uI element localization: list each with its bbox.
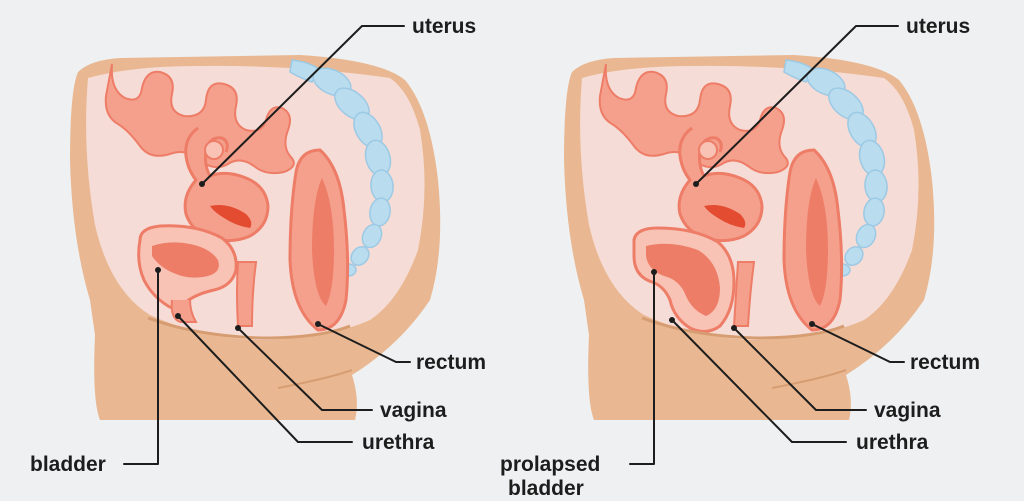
label-rectum: rectum — [910, 351, 980, 374]
label-urethra: urethra — [362, 431, 435, 454]
label-vagina: vagina — [380, 399, 447, 422]
leaders-normal — [123, 25, 411, 465]
panel-normal: uterus rectum vagina urethra bladder — [30, 15, 486, 476]
label-uterus: uterus — [906, 15, 970, 38]
leaders-prolapsed — [629, 25, 905, 465]
label-urethra: urethra — [856, 431, 929, 454]
hip-fold — [771, 369, 847, 389]
uterus — [677, 126, 764, 243]
hip-fold — [277, 369, 353, 389]
vagina-tube — [236, 261, 258, 327]
uterus — [183, 126, 270, 243]
intestines — [598, 63, 789, 175]
label-uterus: uterus — [412, 15, 476, 38]
bladder — [137, 224, 238, 310]
label-prolapsed-bladder-line2: bladder — [508, 477, 584, 500]
rectum — [782, 148, 844, 332]
pelvic-floor — [641, 316, 845, 340]
panel-prolapsed: uterus rectum vagina urethra prolapsed b… — [500, 15, 980, 500]
rectum — [288, 148, 350, 332]
label-rectum: rectum — [416, 351, 486, 374]
vagina-tube — [732, 261, 756, 327]
spine — [289, 59, 394, 277]
intestines — [104, 63, 295, 175]
prolapsed-bladder — [632, 226, 736, 333]
label-prolapsed-bladder-line1: prolapsed — [500, 453, 600, 476]
pelvic-floor — [147, 316, 351, 340]
label-vagina: vagina — [874, 399, 941, 422]
label-bladder: bladder — [30, 453, 106, 476]
spine — [783, 59, 888, 277]
